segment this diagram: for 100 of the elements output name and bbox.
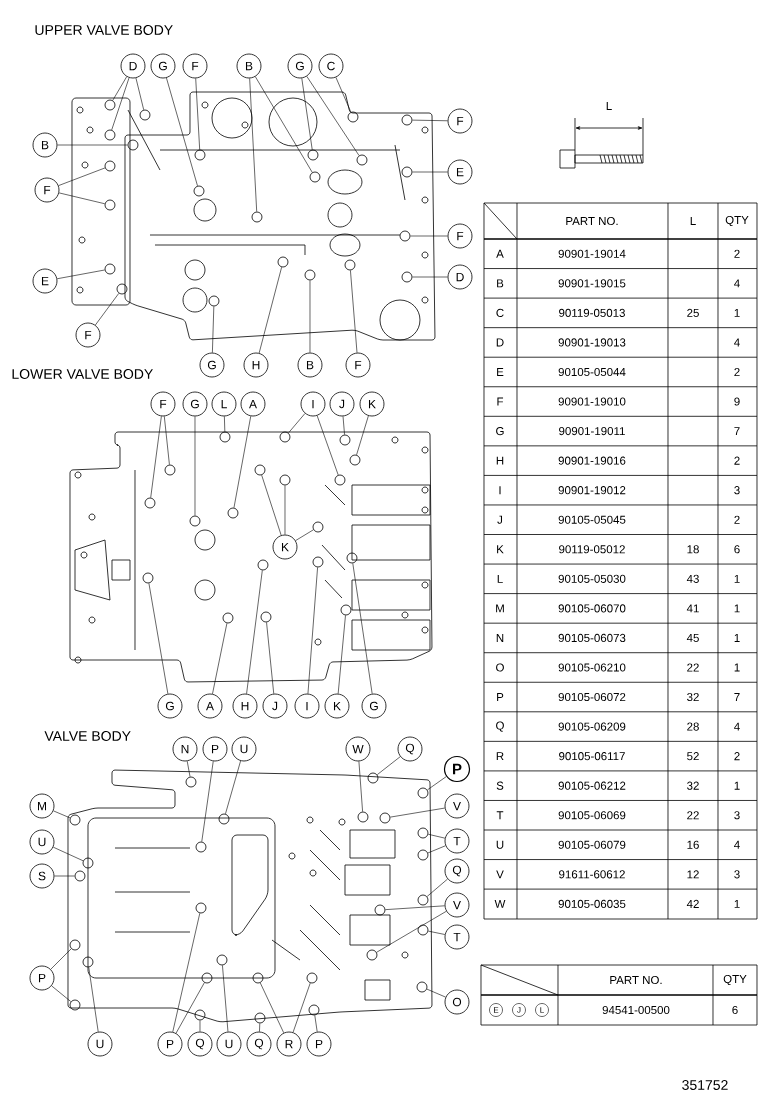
leader-line [288,413,306,434]
callout-number: D [120,53,146,79]
bolt-head [340,604,352,616]
leader-line [58,192,106,205]
bolt-head [339,434,351,446]
leader-line [166,77,198,187]
bolt-head [201,972,213,984]
bolt-head [417,924,429,936]
table-cell: QTY [723,974,747,986]
leader-line [95,293,120,326]
bolt-head [104,263,116,275]
leader-line [427,833,446,839]
leader-line [314,1015,318,1033]
bolt-head [144,497,156,509]
table-cell: 6 [732,1005,738,1015]
callout-number: D [447,264,473,290]
table-cell: 90901-19010 [558,397,626,406]
leader-line [225,760,241,815]
callout-number: E [447,159,473,185]
leader-line [259,1023,261,1032]
callout-number: P [306,1031,332,1057]
leader-line [222,965,229,1032]
table-cell: 91611-60612 [559,870,625,879]
table-cell: N [496,634,504,642]
table-cell: 1 [734,663,740,672]
table-cell: 2 [734,456,740,465]
table-cell: 90105-05030 [558,574,626,583]
table-cell: 3 [734,811,740,820]
bolt-head [82,956,94,968]
table-cell: Q [496,721,504,732]
callout-number: W [345,736,371,762]
leader-line [260,982,285,1034]
callout-number: B [236,53,262,79]
table-cell: 90901-19013 [558,338,626,347]
callout-number: H [243,352,269,378]
table-cell: 43 [686,574,699,583]
leader-line [376,756,401,775]
leader-line [307,567,318,694]
bolt-head [356,154,368,166]
leader-line [390,807,446,818]
table-cell: 2 [734,752,740,761]
bolt-head [142,572,154,584]
bolt-head [222,612,234,624]
callout-number: V [444,892,470,918]
leader-line [412,171,448,173]
table-cell: A [496,249,504,258]
callout-number: F [447,223,473,249]
bolt-head [195,841,207,853]
callout-number: K [359,391,385,417]
bolt-head [399,230,411,242]
leader-line [426,988,446,998]
leader-line [164,416,170,465]
callout-number: J [329,391,355,417]
table-cell: 90105-06035 [558,899,626,908]
leader-line [410,235,448,237]
table-cell: 7 [734,427,740,436]
section-title: LOWER VALVE BODY [12,369,153,379]
leader-line [356,415,369,456]
bolt-head [195,902,207,914]
callout-number: U [216,1031,242,1057]
leader-line [309,280,311,353]
table-cell: 90119-05013 [559,308,625,317]
bolt-head [69,814,81,826]
table-cell: 90901-19014 [558,249,626,258]
bolt-head [194,149,206,161]
table-cell: 90105-06070 [558,604,626,613]
table-cell: E [497,368,504,376]
table-cell: 1 [734,308,740,317]
bolt-head [193,185,205,197]
table-cell: 3 [734,486,740,495]
callout-number: Q [397,736,423,762]
bolt-head [164,464,176,476]
bolt-head [104,99,116,111]
table-cell: 90119-05012 [559,545,625,554]
leader-line [249,78,257,212]
callout-number: Q [246,1031,272,1057]
table-cell: P [497,693,504,701]
leader-line [412,119,448,122]
table-cell: L [497,574,503,583]
bolt-head [82,857,94,869]
bolt-head [208,295,220,307]
callout-number: U [29,829,55,855]
table-cell: 90105-06073 [558,633,626,642]
table-cell: 90105-06212 [558,781,626,790]
leader-line [212,623,228,695]
bolt-head [252,972,264,984]
callout-number: G [150,53,176,79]
callout-number: C [318,53,344,79]
bolt-head [69,939,81,951]
bolt-head [416,981,428,993]
table-cell: U [496,840,504,849]
callout-number: P [443,755,471,783]
leader-line [233,415,252,508]
bolt-head [104,129,116,141]
leader-line [135,77,144,111]
leader-line [212,306,215,353]
callout-number: S [29,863,55,889]
table-cell: 18 [687,545,699,554]
table-cell: 94541-00500 [602,1005,670,1015]
table-cell: PART NO. [566,216,618,226]
